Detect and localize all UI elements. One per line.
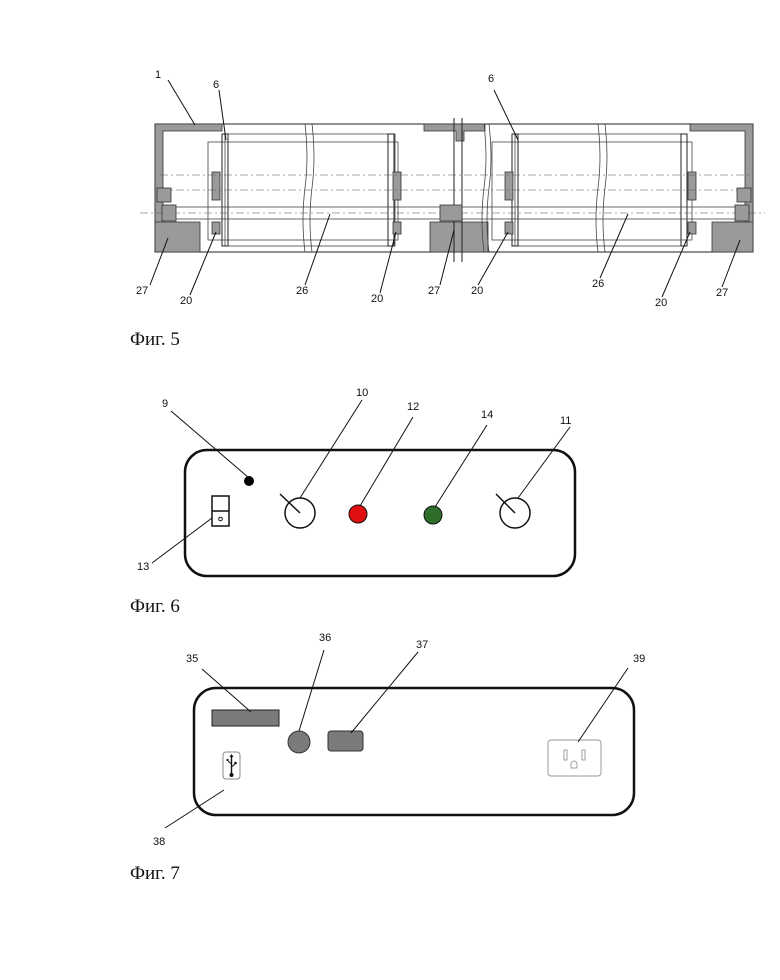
green-led <box>424 506 442 524</box>
caption-figure-7: Фиг. 7 <box>130 863 180 884</box>
label-37: 37 <box>416 639 428 651</box>
label-6a: 6 <box>213 79 219 91</box>
label-27a: 27 <box>136 285 148 297</box>
label-35: 35 <box>186 653 198 665</box>
caption-figure-6: Фиг. 6 <box>130 596 180 617</box>
label-12: 12 <box>407 401 419 413</box>
figure-7: 35 36 37 39 38 Фиг. 7 <box>130 632 645 884</box>
label-10: 10 <box>356 387 368 399</box>
label-9: 9 <box>162 398 168 410</box>
label-27b: 27 <box>428 285 440 297</box>
label-38: 38 <box>153 836 165 848</box>
label-20d: 20 <box>655 297 667 309</box>
label-26a: 26 <box>296 285 308 297</box>
power-outlet-icon <box>548 740 601 776</box>
label-6b: 6 <box>488 73 494 85</box>
label-13: 13 <box>137 561 149 573</box>
label-14: 14 <box>481 409 493 421</box>
figure-5: 1 6 6 27 20 26 20 27 20 26 20 27 Фиг. 5 <box>130 69 765 350</box>
label-20b: 20 <box>371 293 383 305</box>
label-1: 1 <box>155 69 161 81</box>
red-led <box>349 505 367 523</box>
label-39: 39 <box>633 653 645 665</box>
round-connector[interactable] <box>288 731 310 753</box>
label-36: 36 <box>319 632 331 644</box>
label-20c: 20 <box>471 285 483 297</box>
figure-5-leaders <box>150 80 740 297</box>
usb-port-icon[interactable] <box>223 752 240 779</box>
figure-6: 9 10 12 14 11 13 Фиг. 6 <box>130 387 575 617</box>
label-27c: 27 <box>716 287 728 299</box>
caption-figure-5: Фиг. 5 <box>130 329 180 350</box>
label-26b: 26 <box>592 278 604 290</box>
power-switch[interactable] <box>212 496 229 526</box>
rectangular-port[interactable] <box>328 731 363 751</box>
display-slot <box>212 710 279 726</box>
label-11: 11 <box>560 415 571 427</box>
label-20a: 20 <box>180 295 192 307</box>
